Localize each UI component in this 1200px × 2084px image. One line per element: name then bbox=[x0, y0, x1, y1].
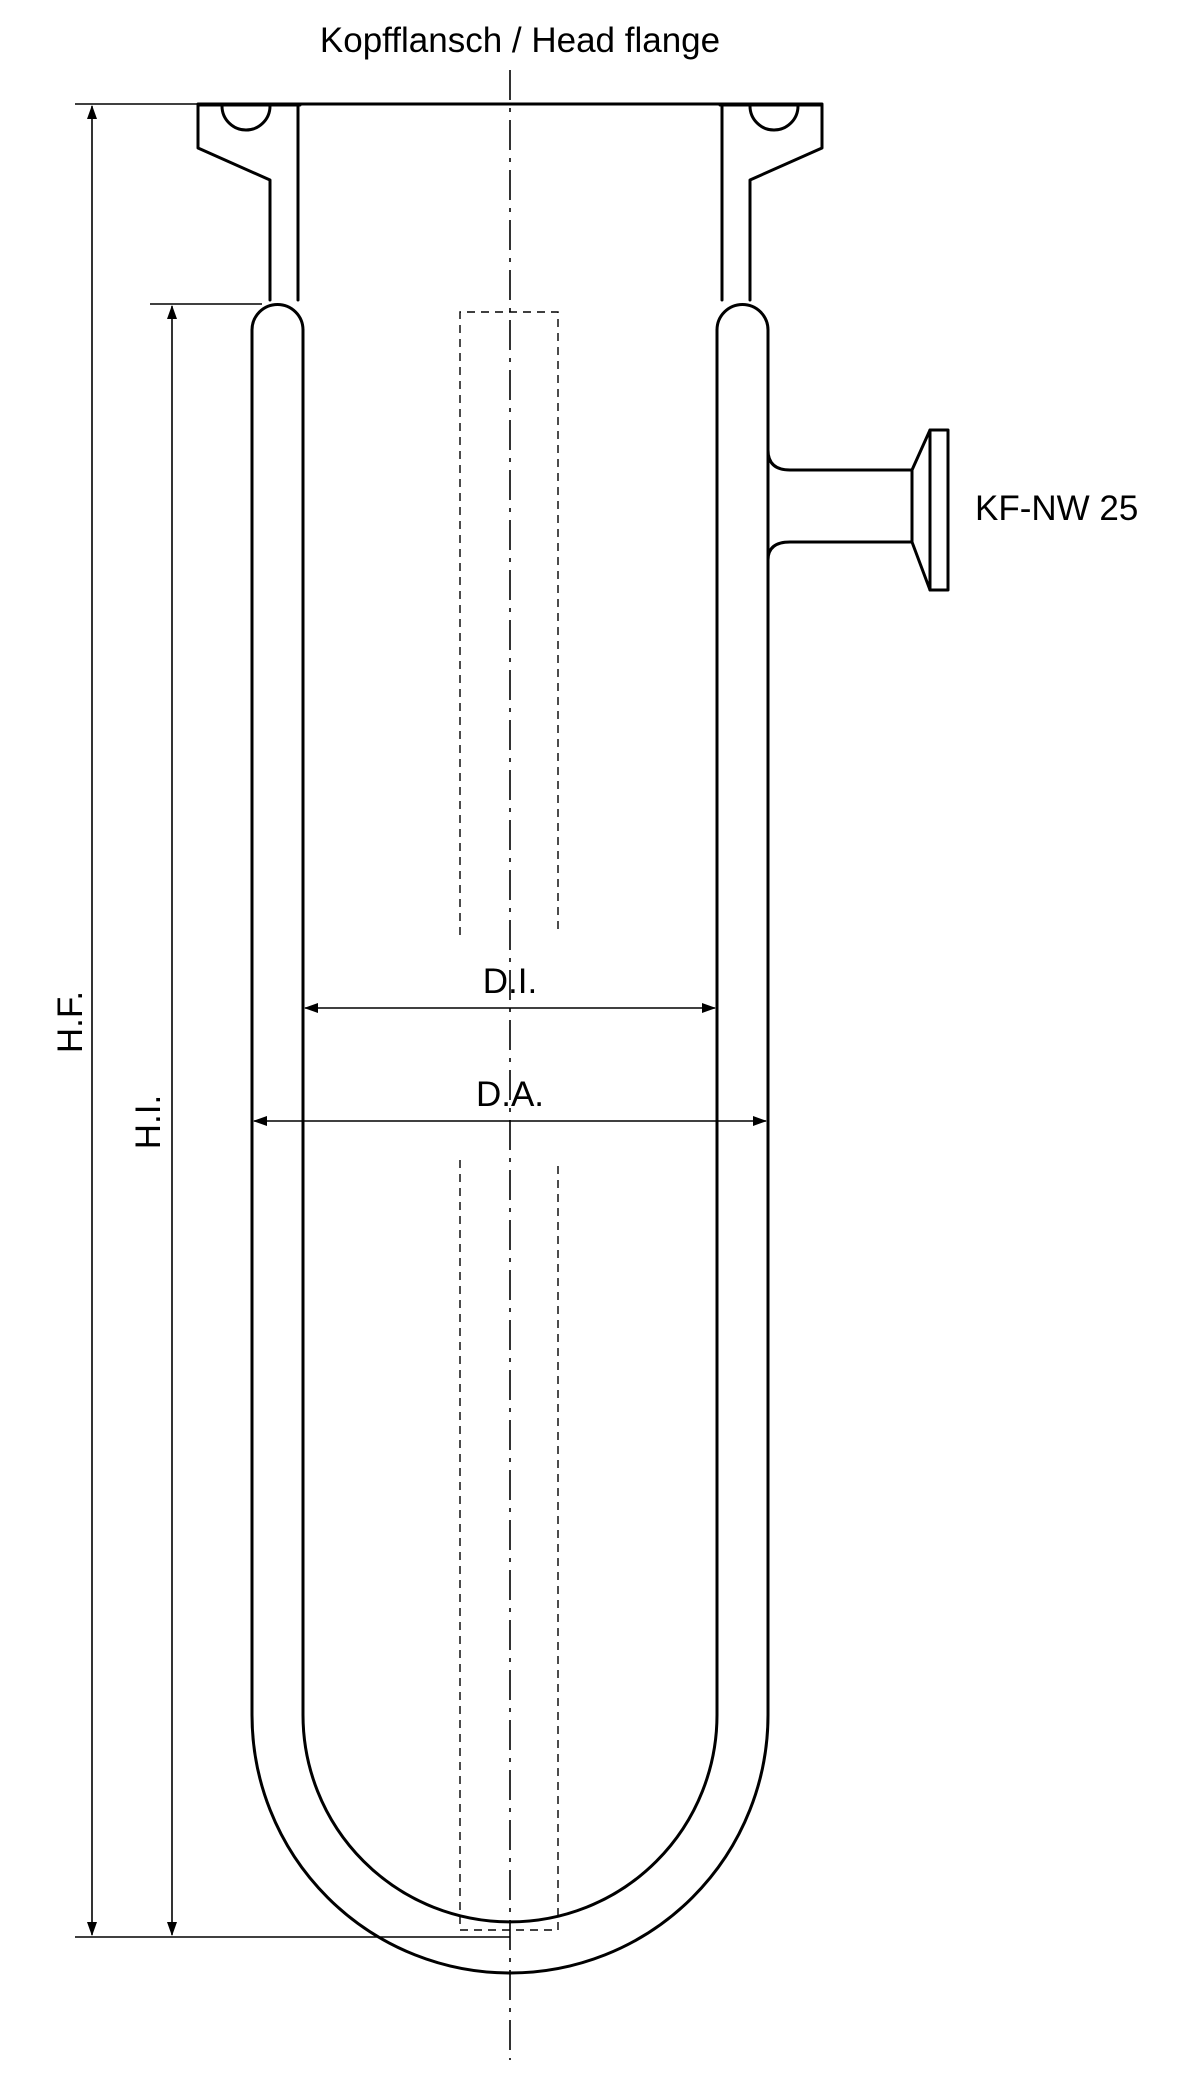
flange-right bbox=[718, 103, 824, 302]
vessel-body bbox=[250, 303, 770, 1975]
inner-diameter-label: D.I. bbox=[483, 962, 537, 1001]
height-inner-label: H.I. bbox=[129, 1095, 168, 1149]
insert-dashed bbox=[459, 311, 559, 1931]
side-port-label: KF-NW 25 bbox=[975, 489, 1138, 528]
outer-diameter-label: D.A. bbox=[476, 1075, 544, 1114]
side-port bbox=[766, 428, 950, 592]
height-flange-label: H.F. bbox=[51, 991, 90, 1053]
flange-left bbox=[196, 103, 302, 302]
head-flange-label: Kopfflansch / Head flange bbox=[320, 21, 720, 60]
